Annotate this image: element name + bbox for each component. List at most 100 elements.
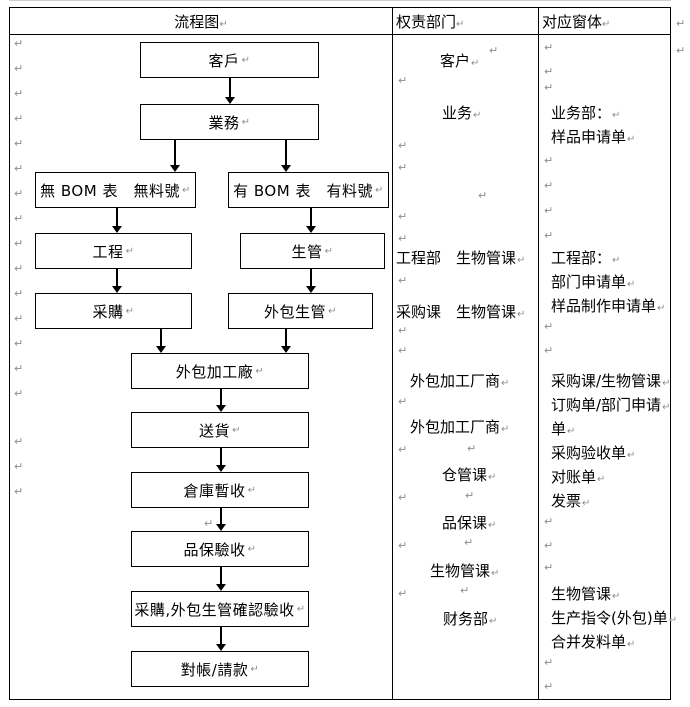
flow-node-label: 有 BOM 表 有料號 xyxy=(233,181,373,200)
flow-node-has-bom[interactable]: 有 BOM 表 有料號↵ xyxy=(228,172,389,208)
flow-node-no-bom[interactable]: 無 BOM 表 無料號↵ xyxy=(35,172,196,208)
flow-node-label: 生管 xyxy=(291,242,323,261)
paragraph-mark: ↵ xyxy=(398,274,408,287)
paragraph-mark: ↵ xyxy=(460,584,470,597)
paragraph-mark: ↵ xyxy=(241,54,251,66)
form-label: 订购单/部门申请 xyxy=(551,396,662,414)
form-label: 工程部： xyxy=(551,249,612,267)
flow-node-customer[interactable]: 客戶↵ xyxy=(140,42,319,78)
flow-node-label: 倉庫暫收 xyxy=(183,481,246,500)
paragraph-mark: ↵ xyxy=(398,344,408,357)
paragraph-mark: ↵ xyxy=(544,320,554,333)
connector-line-sales-to-nobom xyxy=(174,140,176,165)
flow-node-confirm[interactable]: 采購,外包生管確認驗收↵ xyxy=(131,591,309,627)
connector-line-whtemp-to-qa xyxy=(220,508,222,524)
paragraph-mark: ↵ xyxy=(14,87,24,100)
arrowhead-icon-purchase-to-outfab xyxy=(155,346,166,353)
paragraph-mark: ↵ xyxy=(501,378,510,389)
paragraph-mark: ↵ xyxy=(612,255,621,266)
paragraph-mark: ↵ xyxy=(662,402,671,413)
form-label: 生产指令(外包)单 xyxy=(551,609,668,627)
paragraph-mark: ↵ xyxy=(14,337,24,350)
paragraph-mark: ↵ xyxy=(374,184,384,196)
paragraph-mark: ↵ xyxy=(544,656,554,669)
paragraph-mark: ↵ xyxy=(296,603,306,615)
paragraph-mark: ↵ xyxy=(465,489,475,502)
paragraph-mark: ↵ xyxy=(467,442,477,455)
column-divider-1 xyxy=(392,8,394,699)
arrowhead-icon-confirm-to-settle xyxy=(215,644,226,651)
flow-node-purchase[interactable]: 采購↵ xyxy=(35,293,192,329)
paragraph-mark: ↵ xyxy=(14,212,24,225)
paragraph-mark: ↵ xyxy=(627,639,636,650)
form-label: 单 xyxy=(551,420,567,438)
paragraph-mark: ↵ xyxy=(398,139,408,152)
paragraph-mark: ↵ xyxy=(567,426,576,437)
header-row-divider xyxy=(10,34,670,36)
flow-node-out-pc[interactable]: 外包生管↵ xyxy=(228,293,373,329)
form-label: 业务部： xyxy=(551,104,612,122)
paragraph-mark: ↵ xyxy=(544,204,554,217)
paragraph-mark: ↵ xyxy=(125,245,135,257)
paragraph-mark: ↵ xyxy=(14,312,24,325)
paragraph-mark: ↵ xyxy=(662,378,671,389)
dept-label: 品保课 xyxy=(442,514,488,532)
flow-node-settle[interactable]: 對帳/請款↵ xyxy=(131,651,309,687)
flow-node-label: 業務 xyxy=(208,113,240,132)
form-label: 生物管课 xyxy=(551,585,612,603)
paragraph-mark: ↵ xyxy=(544,179,554,192)
paragraph-mark: ↵ xyxy=(544,41,554,54)
form-cell-text: 样品制作申请单↵ xyxy=(551,297,665,318)
paragraph-mark: ↵ xyxy=(14,262,24,275)
paragraph-mark: ↵ xyxy=(398,324,408,337)
flow-node-label: 無 BOM 表 無料號 xyxy=(40,181,180,200)
paragraph-mark: ↵ xyxy=(398,491,408,504)
paragraph-mark: ↵ xyxy=(517,309,526,320)
flow-node-label: 工程 xyxy=(92,242,124,261)
form-cell-text: 样品申请单↵ xyxy=(551,128,635,149)
arrowhead-icon-outfab-to-delivery xyxy=(215,405,226,412)
paragraph-mark: ↵ xyxy=(657,303,666,314)
flow-node-label: 送貨 xyxy=(199,421,231,440)
paragraph-mark: ↵ xyxy=(473,110,482,121)
flow-node-label: 對帳/請款 xyxy=(180,660,249,679)
dept-cell-text: 客户↵ xyxy=(440,52,479,73)
paragraph-mark: ↵ xyxy=(544,539,554,552)
paragraph-mark: ↵ xyxy=(464,536,474,549)
paragraph-mark: ↵ xyxy=(517,255,526,266)
header-flow-chart: 流程图↵ xyxy=(174,13,228,31)
dept-cell-text: 仓管课↵ xyxy=(442,466,496,487)
form-label: 采购课/生物管课 xyxy=(551,372,662,390)
form-cell-text: 发票↵ xyxy=(551,492,590,513)
paragraph-mark: ↵ xyxy=(676,17,686,30)
paragraph-mark: ↵ xyxy=(14,435,24,448)
flow-node-engineer[interactable]: 工程↵ xyxy=(35,233,192,269)
dept-label: 外包加工厂商 xyxy=(410,418,501,436)
flow-node-qa-accept[interactable]: 品保驗收↵ xyxy=(131,531,309,567)
paragraph-mark: ↵ xyxy=(471,58,480,69)
paragraph-mark: ↵ xyxy=(181,184,191,196)
dept-label: 财务部 xyxy=(443,610,489,628)
flow-node-label: 采購 xyxy=(92,302,124,321)
paragraph-mark: ↵ xyxy=(250,663,260,675)
paragraph-mark: ↵ xyxy=(14,137,24,150)
form-cell-text: 生产指令(外包)单↵ xyxy=(551,609,677,630)
dept-label: 生物管课 xyxy=(430,562,491,580)
connector-line-outpc-to-outfab xyxy=(285,329,287,346)
paragraph-mark: ↵ xyxy=(491,568,500,579)
flow-node-wh-temp[interactable]: 倉庫暫收↵ xyxy=(131,472,309,508)
flow-node-prod-ctrl[interactable]: 生管↵ xyxy=(240,233,385,269)
dept-cell-text: 品保课↵ xyxy=(442,514,496,535)
form-cell-text: 合并发料单↵ xyxy=(551,633,635,654)
dept-label: 工程部 生物管课 xyxy=(396,249,517,267)
flow-node-delivery[interactable]: 送貨↵ xyxy=(131,412,309,448)
paragraph-mark: ↵ xyxy=(14,237,24,250)
arrowhead-icon-whtemp-to-qa xyxy=(215,524,226,531)
arrowhead-icon-engineer-to-purchase xyxy=(111,286,122,293)
flow-node-sales[interactable]: 業務↵ xyxy=(140,104,319,140)
connector-line-outfab-to-delivery xyxy=(220,389,222,405)
paragraph-mark: ↵ xyxy=(232,424,241,436)
form-cell-text: 对账单↵ xyxy=(551,468,605,489)
paragraph-mark: ↵ xyxy=(125,305,135,317)
flow-node-out-fab[interactable]: 外包加工廠↵ xyxy=(131,353,309,389)
